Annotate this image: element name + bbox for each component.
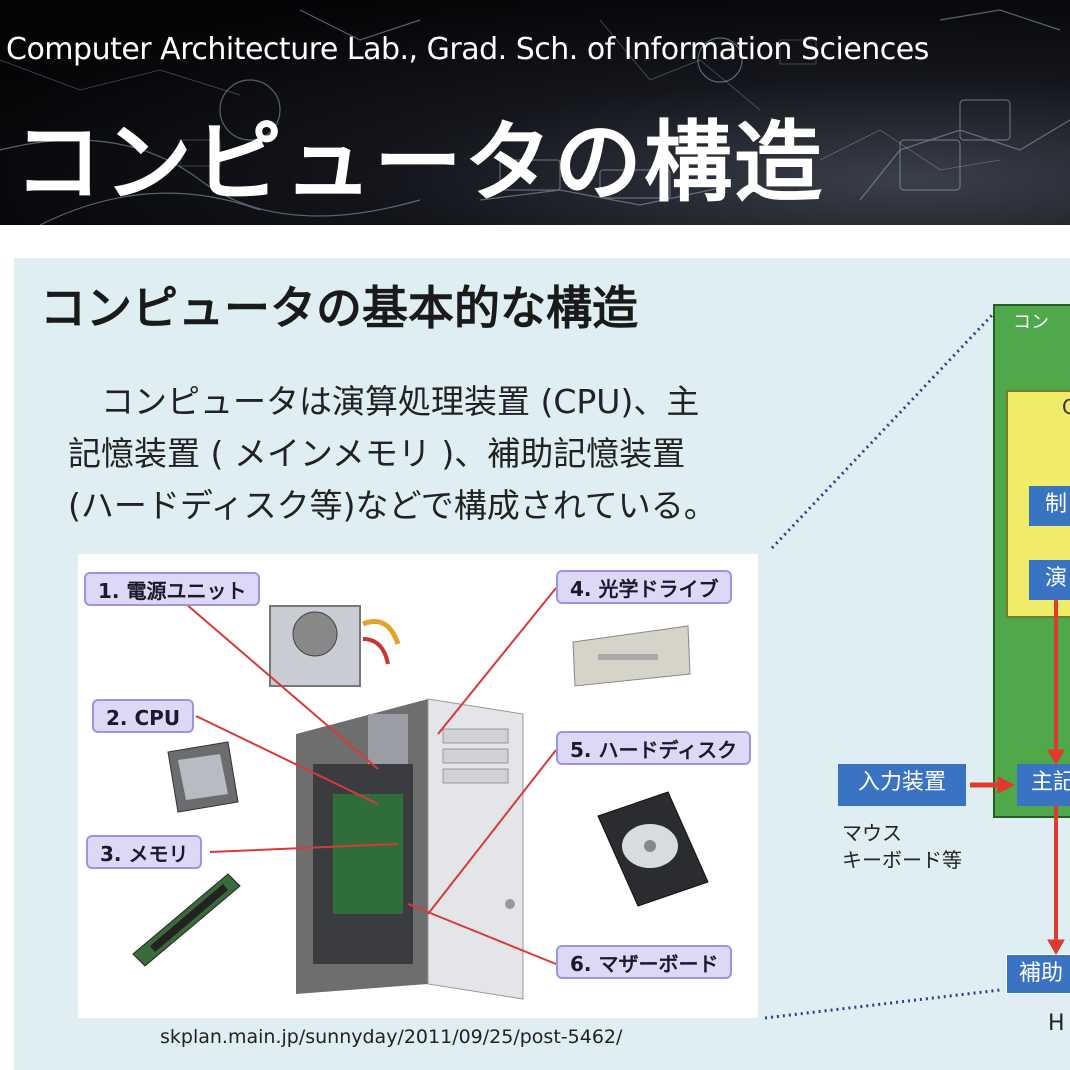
- pc-parts-illustration: [132, 587, 709, 1000]
- computer-label: コン: [1013, 312, 1049, 333]
- pc-parts-photo: 1. 電源ユニット 2. CPU 3. メモリ 4. 光学ドライブ 5. ハード…: [78, 554, 758, 1018]
- control-unit-box: 制: [1029, 486, 1070, 526]
- header-banner: Computer Architecture Lab., Grad. Sch. o…: [0, 0, 1070, 225]
- input-example: マウス: [842, 821, 902, 845]
- architecture-diagram: コン ス C 制 演 主記 入力装置 マウス キーボード等 補助 H: [760, 290, 1070, 1070]
- aux-storage-label: 補助: [1019, 961, 1064, 986]
- body-line: 記憶装置 ( メインメモリ )、補助記憶装置: [68, 434, 686, 473]
- input-device-label: 入力装置: [857, 770, 946, 795]
- body-text: コンピュータは演算処理装置 (CPU)、主 記憶装置 ( メインメモリ )、補助…: [68, 376, 808, 532]
- alu-label: 演: [1045, 566, 1068, 591]
- arrow-head-right: [997, 776, 1016, 794]
- label-cpu: 2. CPU: [92, 699, 195, 733]
- control-unit-label: 制: [1045, 492, 1068, 517]
- slide-subtitle: コンピュータの基本的な構造: [40, 281, 638, 335]
- aux-storage-box: 補助: [1006, 954, 1070, 994]
- diagram-arrows: [970, 600, 1065, 956]
- circuit-background-image: [0, 9, 1070, 225]
- label-optical-drive: 4. 光学ドライブ: [556, 570, 733, 604]
- label-memory: 3. メモリ: [86, 835, 203, 869]
- arrow-head-down: [1047, 939, 1065, 956]
- cpu-chip-image: [167, 741, 239, 813]
- arrow-head-down: [1047, 749, 1065, 766]
- input-example: キーボード等: [842, 848, 962, 872]
- image-credit: skplan.main.jp/sunnyday/2011/09/25/post-…: [160, 1026, 623, 1048]
- main-memory-box: 主記: [1017, 764, 1070, 806]
- pc-tower-image: [296, 698, 524, 1000]
- body-line: (ハードディスク等)などで構成されている。: [68, 486, 717, 525]
- main-memory-label: 主記: [1031, 770, 1070, 795]
- lab-name: Computer Architecture Lab., Grad. Sch. o…: [6, 32, 929, 67]
- alu-box: 演: [1029, 560, 1070, 600]
- hard-disk-image: [597, 791, 709, 907]
- input-device-box: 入力装置: [838, 764, 966, 806]
- cpu-label: C: [1062, 395, 1070, 419]
- power-supply-image: [269, 605, 401, 687]
- label-hard-disk: 5. ハードディスク: [556, 731, 752, 765]
- label-power-supply: 1. 電源ユニット: [84, 572, 261, 606]
- optical-drive-image: [572, 625, 691, 687]
- slide-section-title: コンピュータの構造: [14, 111, 825, 214]
- input-device-examples: マウス キーボード等: [842, 820, 962, 874]
- memory-module-image: [132, 873, 241, 967]
- aux-storage-note: H: [1048, 1011, 1065, 1036]
- label-motherboard: 6. マザーボード: [556, 945, 733, 979]
- body-line: コンピュータは演算処理装置 (CPU)、主: [68, 382, 700, 421]
